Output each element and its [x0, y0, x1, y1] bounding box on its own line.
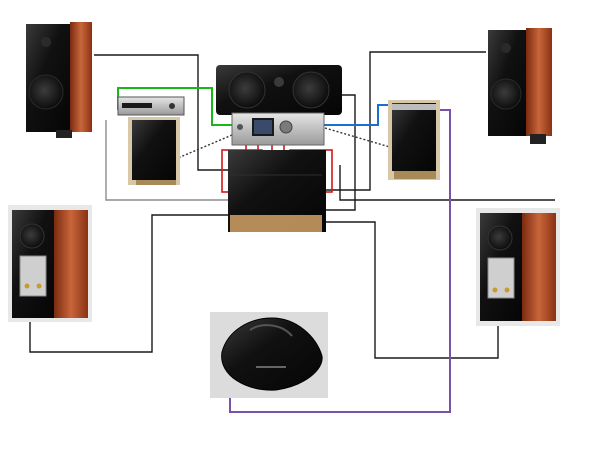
wire-green-source [117, 87, 232, 126]
wireless-transmitter [210, 312, 328, 398]
wire-surround-left [29, 214, 228, 353]
wire-center-speaker [325, 94, 356, 211]
wire-right-long [339, 165, 555, 201]
wire-receiver-right-sub [324, 127, 401, 151]
front-right-speaker [486, 26, 558, 144]
wire-front-right-speaker [325, 51, 488, 191]
power-amplifier [228, 150, 326, 232]
wire-blue-sub [290, 104, 390, 126]
left-source-player [117, 96, 185, 116]
surround-right-speaker [476, 208, 560, 326]
left-subwoofer [128, 117, 180, 185]
front-left-speaker [22, 20, 94, 138]
right-subwoofer [388, 100, 440, 180]
wire-purple-wireless [229, 109, 451, 413]
wire-receiver-left-sub [177, 134, 233, 159]
center-speaker [216, 65, 342, 115]
wire-surround-right [325, 221, 499, 359]
wire-front-left-speaker [88, 54, 228, 171]
surround-left-speaker [8, 205, 92, 322]
av-receiver [231, 112, 325, 146]
wire-front-left-grey [105, 120, 228, 201]
